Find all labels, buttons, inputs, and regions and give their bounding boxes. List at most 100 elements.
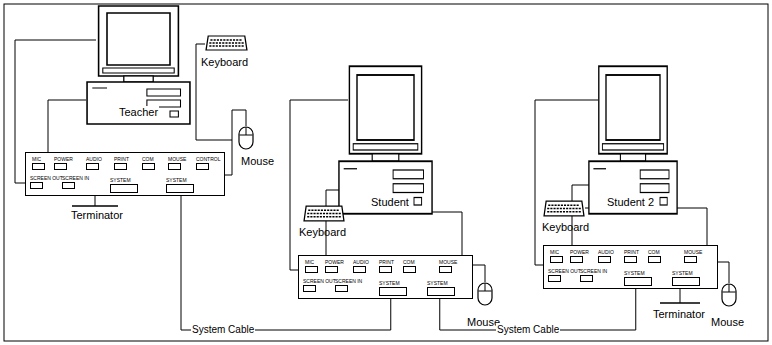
port-label: COM — [142, 156, 154, 162]
port-label: SCREEN IN — [62, 175, 89, 181]
device-label: Keyboard — [200, 56, 249, 69]
port-label: MOUSE — [439, 259, 457, 265]
port-label: SYSTEM — [110, 177, 131, 183]
device-label: Student 2 — [606, 196, 655, 209]
port-socket — [142, 163, 155, 170]
port-socket — [325, 266, 338, 273]
port-label: SYSTEM — [624, 270, 645, 276]
mouse-cable — [473, 265, 485, 282]
port-socket — [30, 182, 43, 189]
port-label: AUDIO — [86, 156, 102, 162]
terminator-bar — [660, 302, 700, 304]
port-label: SCREEN IN — [580, 268, 607, 274]
port-socket — [570, 256, 583, 263]
device-label: Terminator — [652, 308, 706, 321]
interface-box: MIC POWER AUDIO PRINT COM MOUSE SCREEN OUTSCRE… — [543, 245, 718, 289]
port-label: SCREEN OUT — [303, 278, 336, 284]
mouse-icon — [239, 127, 253, 149]
port-label: MIC — [32, 156, 41, 162]
screen-cable — [48, 100, 86, 152]
system-socket — [624, 277, 652, 286]
port-label: SYSTEM — [379, 280, 400, 286]
port-socket — [684, 256, 697, 263]
port-socket — [353, 266, 366, 273]
interface-box: MIC POWER AUDIO PRINT COM MOUSE SCREEN OUTSCRE… — [298, 255, 473, 299]
cables — [15, 40, 729, 303]
port-socket — [550, 256, 563, 263]
system-socket — [166, 184, 194, 193]
port-label: SCREEN OUT — [30, 175, 63, 181]
keyboard-cable — [345, 212, 462, 255]
port-label: MIC — [305, 259, 314, 265]
cable-label: System Cable — [191, 324, 255, 336]
terminator-stub — [680, 289, 681, 303]
port-label: SYSTEM — [166, 177, 187, 183]
system-socket — [110, 184, 138, 193]
teacher-computer — [87, 6, 190, 124]
device-label: Mouse — [710, 316, 745, 329]
port-socket — [598, 256, 611, 263]
port-label: MOUSE — [684, 249, 702, 255]
system-socket — [379, 287, 407, 296]
device-label: Keyboard — [298, 226, 347, 239]
device-label: Terminator — [70, 209, 124, 222]
port-label: CONTROL — [196, 156, 220, 162]
port-socket — [62, 182, 75, 189]
mouse-cable — [718, 262, 729, 283]
device-label: Mouse — [240, 155, 275, 168]
port-label: POWER — [570, 249, 589, 255]
port-label: SYSTEM — [672, 270, 693, 276]
student-computer — [339, 66, 432, 214]
screen-cable — [15, 40, 96, 183]
device-label: Teacher — [118, 106, 159, 119]
terminator-bar — [72, 205, 118, 207]
port-label: MIC — [550, 249, 559, 255]
port-label: SCREEN OUT — [548, 268, 581, 274]
port-socket — [580, 275, 593, 282]
cable-label: System Cable — [496, 324, 560, 336]
device-label: Student — [370, 196, 410, 209]
screen-cable — [326, 190, 339, 255]
terminator-stub — [95, 196, 96, 206]
port-socket — [335, 285, 348, 292]
port-socket — [303, 285, 316, 292]
port-socket — [548, 275, 561, 282]
frame — [4, 4, 768, 341]
port-socket — [624, 256, 637, 263]
port-socket — [648, 256, 661, 263]
port-label: PRINT — [114, 156, 129, 162]
port-label: AUDIO — [353, 259, 369, 265]
port-label: AUDIO — [598, 249, 614, 255]
system-cable — [181, 196, 391, 330]
keyboard-icon — [544, 201, 584, 216]
device-label: Keyboard — [541, 221, 590, 234]
port-socket — [403, 266, 416, 273]
port-socket — [114, 163, 127, 170]
mouse-icon — [478, 283, 492, 305]
mouse-icon — [722, 284, 736, 306]
keyboard-icon — [304, 206, 344, 221]
system-socket — [672, 277, 700, 286]
port-label: PRINT — [624, 249, 639, 255]
port-label: SYSTEM — [427, 280, 448, 286]
port-socket — [379, 266, 392, 273]
port-label: MOUSE — [168, 156, 186, 162]
port-socket — [86, 163, 99, 170]
port-socket — [54, 163, 67, 170]
port-socket — [32, 163, 45, 170]
port-label: PRINT — [379, 259, 394, 265]
student-computer — [589, 66, 677, 214]
port-label: POWER — [54, 156, 73, 162]
port-label: COM — [403, 259, 415, 265]
port-label: POWER — [325, 259, 344, 265]
port-label: COM — [648, 249, 660, 255]
port-socket — [196, 163, 209, 170]
interface-box: MIC POWER AUDIO PRINT COM MOUSE CONTROL SCREEN … — [25, 152, 225, 196]
port-socket — [168, 163, 181, 170]
system-socket — [427, 287, 455, 296]
keyboard-icon — [206, 36, 247, 50]
port-socket — [305, 266, 318, 273]
port-socket — [439, 266, 452, 273]
port-label: SCREEN IN — [335, 278, 362, 284]
